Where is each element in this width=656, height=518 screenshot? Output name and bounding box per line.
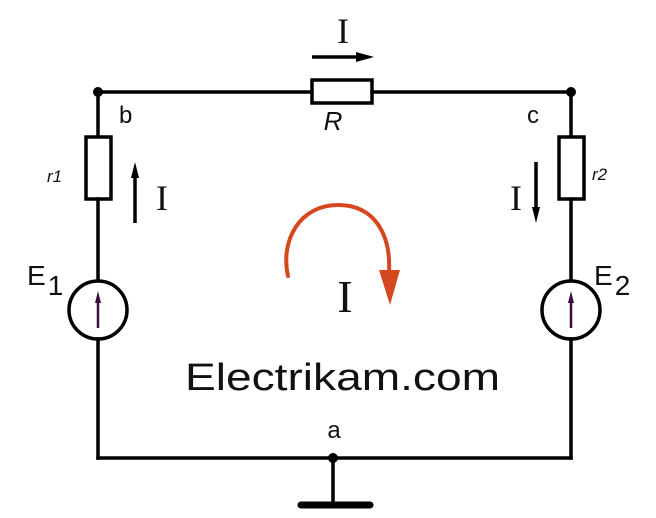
node-b-label: b	[119, 102, 132, 129]
source-E1-label-main: E	[27, 260, 46, 291]
node-c-dot	[566, 87, 576, 97]
source-E2-arrowhead-icon	[568, 291, 574, 303]
resistor-r1-label: r1	[47, 167, 62, 186]
resistor-r1	[84, 135, 113, 201]
node-a-dot	[328, 453, 338, 463]
loop-current-arrowhead-icon	[379, 270, 400, 305]
right-current-arrowhead-icon	[532, 207, 540, 223]
loop-current-label: I	[337, 271, 352, 322]
source-E1-arrowhead-icon	[95, 291, 101, 303]
source-E2-label-main: E	[594, 260, 613, 291]
resistor-r2	[557, 135, 586, 201]
right-current-label: I	[510, 178, 522, 218]
left-current-arrowhead-icon	[131, 162, 139, 178]
source-E2-label-sub: 2	[615, 270, 631, 301]
source-E2-label: E2	[594, 260, 630, 301]
resistor-R	[310, 78, 374, 105]
watermark: Electrikam.com	[185, 357, 500, 399]
node-c-label: c	[527, 102, 539, 129]
top-current-arrowhead-icon	[356, 52, 374, 62]
top-current-label: I	[337, 11, 349, 51]
loop-current-arc-icon	[284, 202, 392, 278]
node-a-label: a	[327, 417, 341, 444]
source-E1-label: E1	[27, 260, 63, 301]
node-b-dot	[93, 87, 103, 97]
source-E1-label-sub: 1	[48, 270, 64, 301]
left-current-label: I	[156, 178, 168, 218]
resistor-R-label: R	[324, 106, 343, 136]
resistor-r2-label: r2	[592, 165, 608, 184]
